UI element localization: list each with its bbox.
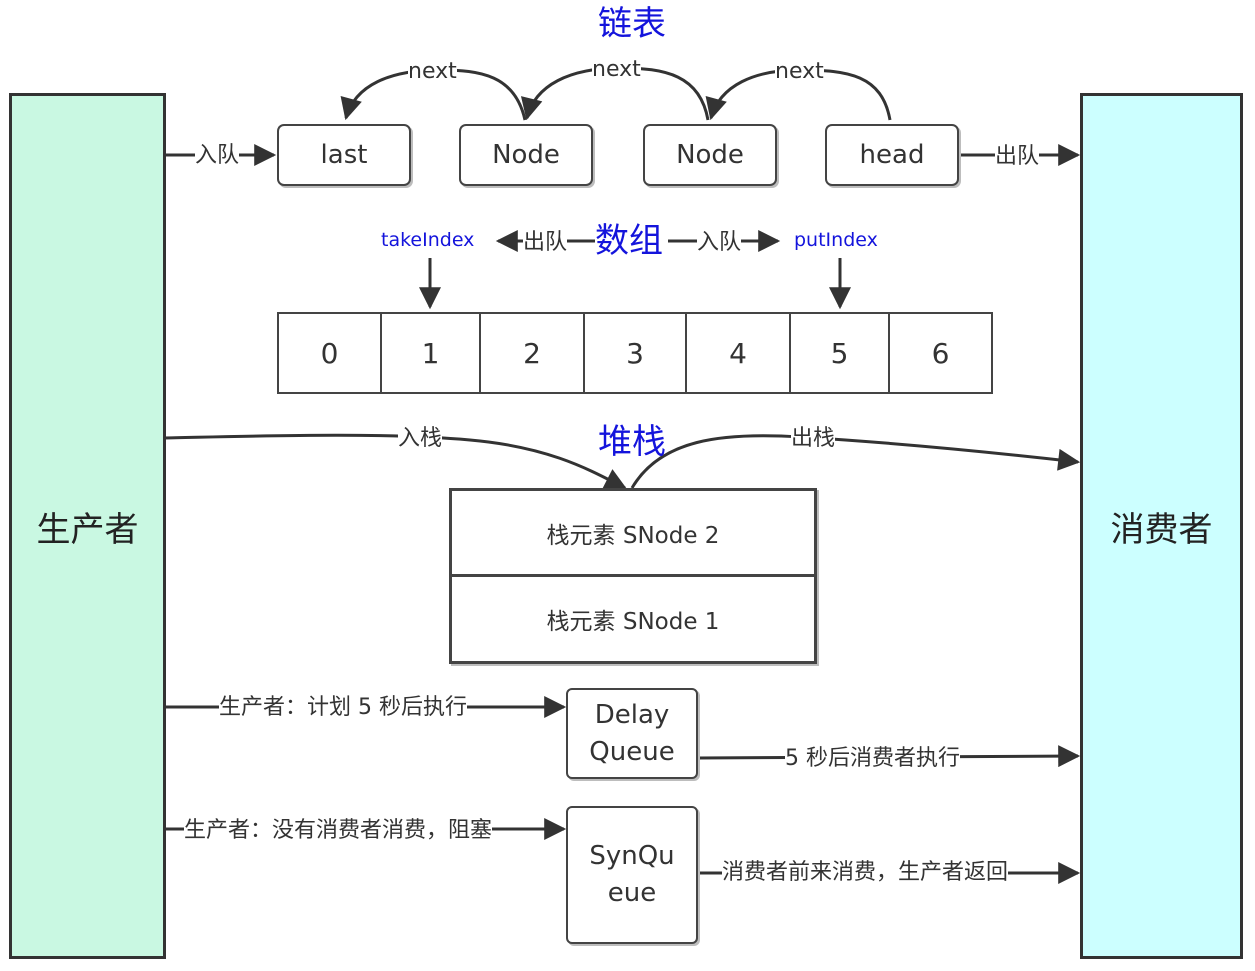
list-node-label: Node: [676, 140, 744, 170]
delay-queue-line2: Queue: [589, 736, 675, 767]
stack-element-bottom: 栈元素 SNode 1: [451, 577, 815, 661]
dequeue-label: 出队: [995, 144, 1040, 169]
stack-title: 堆栈: [598, 422, 666, 462]
next-label-1: next: [408, 59, 457, 84]
syn-queue-line2: eue: [607, 878, 657, 908]
linked-list-title: 链表: [598, 4, 666, 44]
next-label-2: next: [592, 57, 641, 82]
stack-element-top: 栈元素 SNode 2: [451, 491, 815, 577]
array-cell-value: 3: [626, 336, 644, 370]
producer-box: 生产者: [9, 93, 166, 959]
list-node-last: last: [277, 124, 411, 186]
list-node-label: head: [859, 140, 925, 170]
producer-label: 生产者: [36, 509, 139, 550]
array-cell-2: 2: [481, 312, 585, 394]
delay-producer-label: 生产者：计划 5 秒后执行: [219, 695, 467, 720]
consumer-box: 消费者: [1080, 93, 1243, 959]
array-dequeue-label: 出队: [523, 230, 568, 255]
pop-arrow: [630, 434, 1081, 489]
array-cell-0: 0: [279, 312, 382, 394]
syn-consumer-label: 消费者前来消费，生产者返回: [722, 860, 1009, 885]
list-node-3: Node: [643, 124, 777, 186]
array-cell-value: 5: [830, 336, 849, 370]
array-cell-3: 3: [585, 312, 687, 394]
take-index-label: takeIndex: [381, 229, 475, 251]
array-title: 数组: [595, 221, 663, 261]
syn-queue-box: SynQu eue: [566, 806, 698, 944]
list-node-label: last: [320, 140, 368, 170]
array-box: [277, 312, 993, 394]
syn-producer-label: 生产者：没有消费者消费，阻塞: [184, 818, 493, 843]
array-cell-value: 0: [320, 336, 339, 370]
pop-label: 出栈: [791, 426, 836, 451]
array-cell-4: 4: [687, 312, 791, 394]
list-node-label: Node: [492, 140, 560, 170]
array-cell-5: 5: [791, 312, 890, 394]
delay-consumer-label: 5 秒后消费者执行: [785, 746, 960, 771]
stack-box: [449, 488, 817, 664]
array-cell-value: 4: [729, 336, 747, 370]
put-index-label: putIndex: [794, 229, 878, 251]
stack-element-label: 栈元素 SNode 2: [546, 522, 720, 549]
array-cell-value: 2: [523, 336, 541, 370]
next-label-3: next: [775, 59, 824, 84]
array-cell-value: 6: [931, 336, 950, 370]
list-node-2: Node: [459, 124, 593, 186]
array-cell-1: 1: [382, 312, 481, 394]
delay-queue-box: Delay Queue: [566, 688, 698, 779]
array-enqueue-label: 入队: [697, 230, 742, 255]
syn-queue-line1: SynQu: [589, 841, 675, 871]
array-cell-value: 1: [421, 336, 440, 370]
list-node-head: head: [825, 124, 959, 186]
delay-queue-line1: Delay: [594, 699, 670, 730]
enqueue-label: 入队: [195, 143, 240, 168]
consumer-label: 消费者: [1110, 509, 1213, 550]
stack-element-label: 栈元素 SNode 1: [546, 609, 720, 635]
push-arrow: [159, 433, 627, 490]
push-label: 入栈: [398, 426, 443, 451]
array-cell-6: 6: [890, 312, 991, 394]
